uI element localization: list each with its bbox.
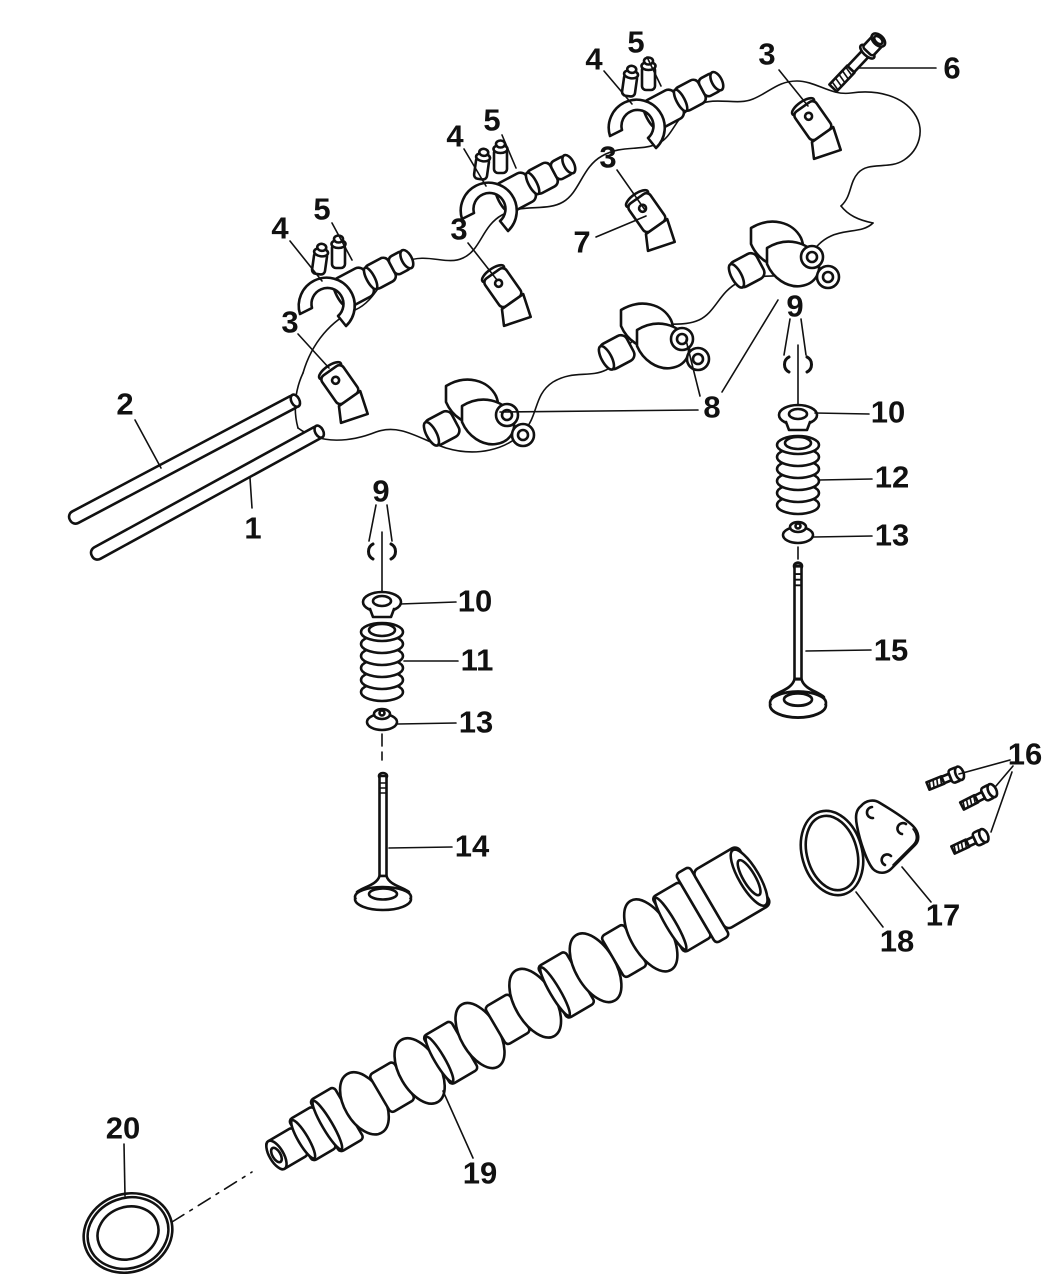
leader-line-9 xyxy=(368,504,377,542)
rocker-shaft-2 xyxy=(67,393,302,525)
callout-label-5: 5 xyxy=(483,103,500,138)
leader-line-13 xyxy=(397,722,457,725)
camshaft xyxy=(265,846,771,1171)
leader-line-14 xyxy=(388,846,453,849)
callout-label-8: 8 xyxy=(703,390,720,425)
callout-label-11: 11 xyxy=(461,643,494,678)
leader-line-1 xyxy=(249,477,253,509)
leader-line-9 xyxy=(783,318,791,356)
callout-label-4: 4 xyxy=(271,211,289,246)
leader-line-3 xyxy=(616,169,646,211)
cover-plate xyxy=(854,799,920,875)
callout-label-14: 14 xyxy=(455,829,490,864)
callout-label-18: 18 xyxy=(880,924,914,959)
leader-line-17 xyxy=(901,866,932,903)
callout-label-9: 9 xyxy=(786,289,803,324)
leader-line-3 xyxy=(467,242,498,281)
pivot-bolt xyxy=(828,32,887,93)
leader-line-15 xyxy=(805,649,872,652)
gasket-oring xyxy=(799,809,865,897)
callout-label-12: 12 xyxy=(875,460,909,495)
leader-line-13 xyxy=(813,535,873,538)
callout-label-10: 10 xyxy=(458,584,492,619)
callout-label-1: 1 xyxy=(244,511,261,546)
callout-label-5: 5 xyxy=(313,192,330,227)
leader-line-10 xyxy=(814,412,870,415)
leader-line-2 xyxy=(134,419,162,469)
callout-label-13: 13 xyxy=(459,705,493,740)
leader-line-16 xyxy=(958,759,1011,775)
leader-line-9 xyxy=(800,318,807,356)
callout-label-6: 6 xyxy=(943,51,960,86)
leader-line-16 xyxy=(995,765,1014,787)
leader-line-4 xyxy=(463,148,487,187)
leader-line-19 xyxy=(442,1090,474,1159)
leader-line-7 xyxy=(595,215,647,238)
callout-label-3: 3 xyxy=(758,37,775,72)
leader-line-12 xyxy=(818,478,873,481)
callout-label-3: 3 xyxy=(281,305,298,340)
callout-label-5: 5 xyxy=(627,25,644,60)
leader-line-4 xyxy=(603,70,633,105)
callout-label-10: 10 xyxy=(871,395,905,430)
callout-label-9: 9 xyxy=(372,474,389,509)
leader-line-5 xyxy=(646,56,662,87)
leader-line-3 xyxy=(778,69,809,107)
callout-label-15: 15 xyxy=(874,633,908,668)
camshaft-seal xyxy=(82,1191,174,1275)
leader-line-3 xyxy=(297,333,330,369)
leader-line-18 xyxy=(855,891,884,928)
leader-line-9 xyxy=(386,504,393,542)
callout-label-3: 3 xyxy=(599,140,616,175)
leader-line-5 xyxy=(501,134,517,169)
callout-label-7: 7 xyxy=(573,225,590,260)
leader-line-20 xyxy=(123,1143,126,1197)
callout-label-20: 20 xyxy=(106,1111,140,1146)
callout-label-13: 13 xyxy=(875,518,909,553)
callout-label-16: 16 xyxy=(1008,737,1042,772)
leader-line-8 xyxy=(685,339,701,397)
callout-label-4: 4 xyxy=(585,42,603,77)
rocker-shaft-1 xyxy=(89,424,326,561)
callout-label-17: 17 xyxy=(926,898,960,933)
callout-label-2: 2 xyxy=(116,387,133,422)
leader-line-4 xyxy=(289,240,323,282)
callout-label-19: 19 xyxy=(463,1156,497,1191)
callout-label-3: 3 xyxy=(450,212,467,247)
leader-line-8 xyxy=(721,299,779,393)
leader-line-5 xyxy=(331,222,353,261)
leader-line-10 xyxy=(399,601,457,605)
callout-label-4: 4 xyxy=(446,119,464,154)
leader-line-8 xyxy=(499,409,699,413)
leader-line-16 xyxy=(990,771,1013,833)
